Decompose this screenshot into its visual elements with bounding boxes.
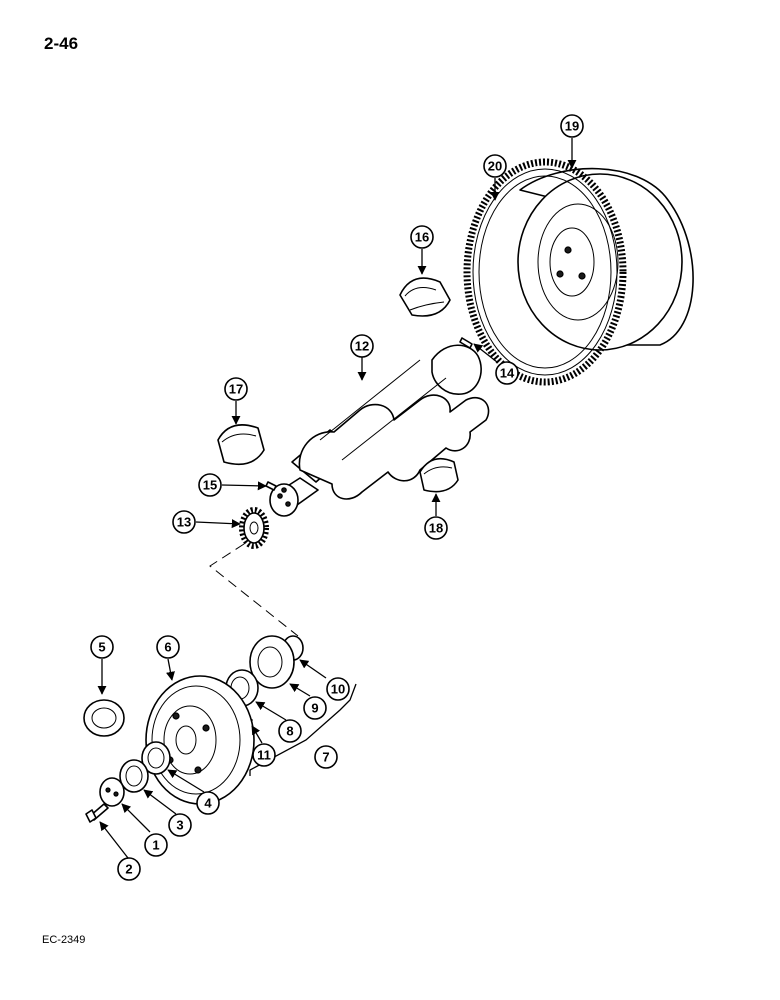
svg-text:16: 16 xyxy=(415,230,429,245)
crankshaft-gear xyxy=(239,507,269,549)
svg-text:6: 6 xyxy=(164,640,171,655)
page-number: 2-46 xyxy=(44,34,79,53)
callout-11: 11 xyxy=(252,743,276,767)
front-seal-9 xyxy=(249,635,295,689)
callout-5: 5 xyxy=(90,635,114,659)
callout-1: 1 xyxy=(144,833,168,857)
svg-text:20: 20 xyxy=(488,159,502,174)
reference-code: EC-2349 xyxy=(42,934,86,946)
callout-8: 8 xyxy=(278,719,302,743)
callout-4: 4 xyxy=(196,791,220,815)
callout-14: 14 xyxy=(495,361,519,385)
main-bearing-shell-17 xyxy=(217,424,265,466)
callout-15: 15 xyxy=(198,473,222,497)
leader-lines xyxy=(97,138,577,859)
callout-19: 19 xyxy=(560,114,584,138)
svg-text:10: 10 xyxy=(331,682,345,697)
svg-text:15: 15 xyxy=(203,478,217,493)
alignment-line xyxy=(209,543,299,637)
callout-3: 3 xyxy=(168,813,192,837)
crankshaft xyxy=(269,344,490,517)
svg-text:4: 4 xyxy=(204,796,212,811)
main-bearing-shell-16 xyxy=(399,277,451,317)
bolt-2 xyxy=(85,803,109,823)
callout-17: 17 xyxy=(224,377,248,401)
main-bearing-shell-18 xyxy=(419,457,459,493)
callout-7: 7 xyxy=(314,745,338,769)
svg-text:11: 11 xyxy=(257,748,271,763)
svg-text:2: 2 xyxy=(125,862,132,877)
washer-1 xyxy=(99,777,125,807)
callout-20: 20 xyxy=(483,154,507,178)
ring-3 xyxy=(119,759,149,793)
svg-text:19: 19 xyxy=(565,119,579,134)
svg-text:8: 8 xyxy=(286,724,293,739)
svg-text:18: 18 xyxy=(429,521,443,536)
svg-text:13: 13 xyxy=(177,515,191,530)
svg-text:17: 17 xyxy=(229,382,243,397)
callout-2: 2 xyxy=(117,857,141,881)
svg-text:14: 14 xyxy=(500,366,515,381)
svg-text:7: 7 xyxy=(322,750,329,765)
svg-text:1: 1 xyxy=(152,838,159,853)
callout-10: 10 xyxy=(326,677,350,701)
group-7-bracket xyxy=(249,683,357,776)
ring-4 xyxy=(141,741,171,775)
callout-12: 12 xyxy=(350,334,374,358)
callout-9: 9 xyxy=(303,696,327,720)
key-pin-15 xyxy=(265,481,277,491)
ring-gear xyxy=(463,158,627,386)
svg-text:9: 9 xyxy=(311,701,318,716)
callout-13: 13 xyxy=(172,510,196,534)
callout-6: 6 xyxy=(156,635,180,659)
crankshaft-pulley xyxy=(145,675,255,805)
svg-text:12: 12 xyxy=(355,339,369,354)
callout-18: 18 xyxy=(424,516,448,540)
callout-16: 16 xyxy=(410,225,434,249)
flywheel xyxy=(517,167,694,351)
bushing-5 xyxy=(83,699,125,737)
svg-text:5: 5 xyxy=(98,640,105,655)
svg-text:3: 3 xyxy=(176,818,183,833)
